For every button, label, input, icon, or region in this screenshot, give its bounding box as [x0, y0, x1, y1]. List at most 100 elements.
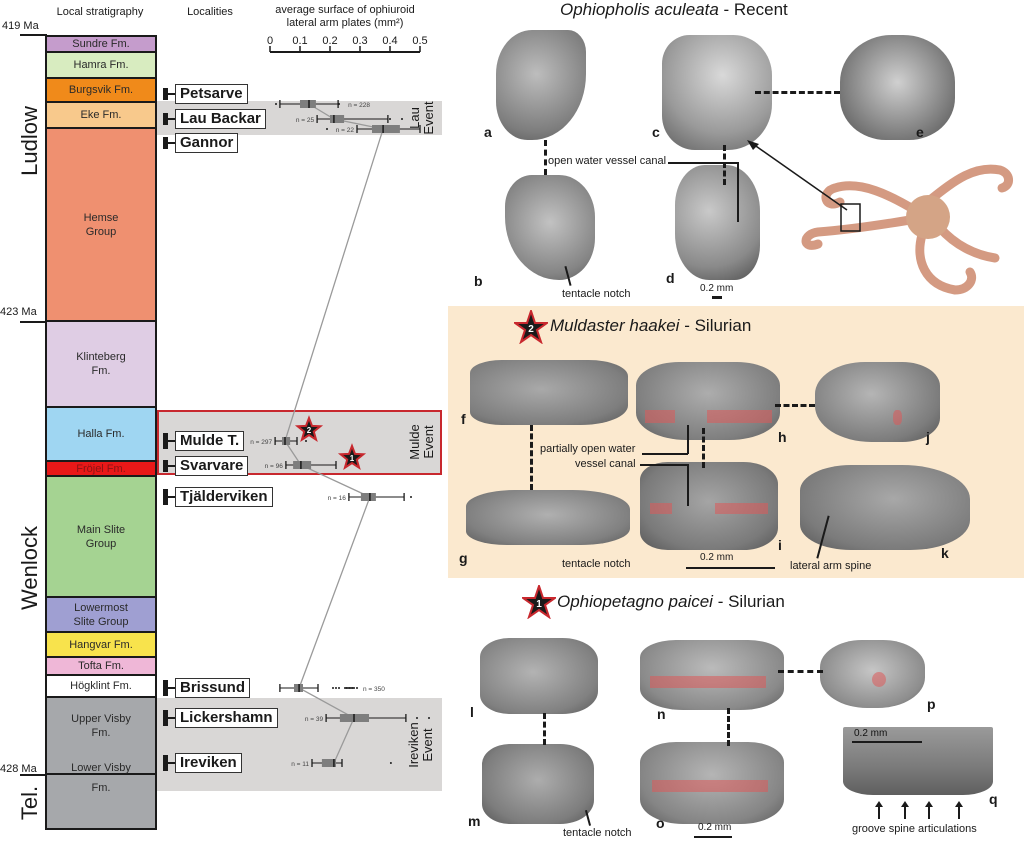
formation-label: Sundre Fm. — [72, 38, 130, 50]
outlier-point — [345, 687, 348, 689]
connector-h-j — [775, 404, 815, 407]
figure-letter-j: j — [926, 429, 930, 445]
axis-title-line2: lateral arm plates (mm²) — [286, 17, 404, 29]
locality-tick — [168, 687, 175, 689]
outlier-point — [356, 687, 358, 689]
locality-tick — [168, 440, 175, 442]
canal-highlight-o — [652, 780, 768, 792]
groove-arrow — [958, 805, 960, 819]
scale-bar-muldaster — [686, 567, 775, 569]
brittle-star-arm — [915, 230, 977, 295]
formation-eke-fm: Eke Fm. — [45, 102, 157, 128]
canal-highlight-p — [872, 672, 886, 687]
muldaster-species-name: Muldaster haakei — [550, 316, 680, 335]
connector-l-m — [543, 713, 546, 745]
sample-size-label: n = 22 — [336, 127, 355, 134]
iqr-box — [372, 125, 400, 133]
groove-arrow-head — [955, 801, 963, 807]
figure-letter-i: i — [778, 537, 782, 553]
fossil-image-k — [800, 465, 970, 550]
formation-fröjel-fm: Fröjel Fm. — [45, 461, 157, 476]
formation-label: Fröjel Fm. — [76, 462, 126, 475]
groove-arrow-head — [875, 801, 883, 807]
outlier-point — [389, 762, 392, 764]
scale-bar-ophiopetagno — [694, 836, 732, 838]
star-marker-2-icon — [294, 415, 324, 443]
locality-tick — [168, 93, 175, 95]
canal-highlight-i-left — [650, 503, 672, 514]
scale-label-ophiopetagno: 0.2 mm — [698, 822, 732, 833]
star-marker-number: 1 — [350, 454, 355, 463]
fossil-image-n — [640, 640, 784, 710]
formation-label: Hangvar Fm. — [69, 638, 133, 651]
iqr-box — [300, 100, 316, 108]
formation-burgsvik-fm: Burgsvik Fm. — [45, 78, 157, 102]
locality-tick — [168, 465, 175, 467]
locality-label: Lickershamn — [175, 708, 278, 728]
locality-tick — [168, 118, 175, 120]
formation-main-slite-group: Main Slite Group — [45, 476, 157, 597]
ophiopetagno-panel-title: Ophiopetagno paicei - Silurian — [557, 592, 785, 612]
figure-letter-m: m — [468, 813, 481, 829]
groove-arrow — [904, 805, 906, 819]
locality-tick — [168, 717, 175, 719]
scale-bar-q — [852, 741, 922, 743]
brittle-star-arm — [821, 181, 923, 217]
iqr-box — [330, 115, 345, 123]
outlier-point — [347, 687, 349, 689]
locality-label: Brissund — [175, 678, 251, 698]
sample-size-label: n = 96 — [265, 463, 284, 470]
formation-label: Hamra Fm. — [73, 59, 129, 71]
annotation-tentacle-notch-ophiopetagno: tentacle notch — [563, 827, 632, 839]
arrow-starfish-to-c — [747, 140, 848, 211]
groove-arrow-head — [925, 801, 933, 807]
formation-upper-visby-fm: Upper Visby Fm. — [45, 697, 157, 774]
locality-tick — [168, 496, 175, 498]
canal-highlight-j — [893, 410, 902, 425]
star-marker-number: 2 — [307, 426, 312, 435]
outlier-point — [350, 687, 352, 689]
formation-label: Halla Fm. — [77, 428, 125, 440]
groove-arrow-head — [901, 801, 909, 807]
median-trend-line — [284, 103, 384, 764]
locality-label: Tjälderviken — [175, 487, 273, 507]
star-marker-1-icon: 1 — [522, 585, 556, 619]
formation-label: Main Slite Group — [76, 523, 126, 550]
brittle-star-disc — [906, 195, 950, 239]
iqr-box — [293, 461, 312, 469]
sample-size-label: n = 25 — [296, 117, 315, 124]
locality-marker — [163, 113, 168, 125]
recent-age: - Recent — [718, 0, 788, 19]
recent-species-name: Ophiopholis aculeata — [560, 0, 719, 19]
recent-panel-title: Ophiopholis aculeata - Recent — [560, 0, 788, 20]
axis-title-line1: average surface of ophiuroid — [275, 4, 415, 16]
formation-label: Eke Fm. — [80, 109, 122, 121]
muldaster-panel-title: Muldaster haakei - Silurian — [550, 316, 751, 336]
star-marker-2-icon: 2 — [514, 310, 548, 344]
formation-label: Burgsvik Fm. — [68, 84, 134, 96]
fossil-image-l — [480, 638, 598, 714]
canal-highlight-h-left — [645, 410, 675, 423]
x-tick-label: 0.2 — [322, 35, 337, 47]
formation-label: Högklint Fm. — [70, 680, 132, 692]
canal-leader-v — [737, 162, 739, 222]
star-marker-2-number: 2 — [528, 324, 534, 335]
outlier-point — [389, 118, 391, 120]
formation-klinteberg-fm: Klinteberg Fm. — [45, 321, 157, 407]
scale-label-recent: 0.2 mm — [700, 283, 734, 294]
fossil-image-q — [843, 727, 993, 795]
outlier-point — [410, 496, 412, 498]
muldaster-age: - Silurian — [679, 316, 752, 335]
annotation-lateral-arm-spine: lateral arm spine — [790, 560, 872, 572]
figure-letter-q: q — [989, 791, 998, 807]
locality-label: Gannor — [175, 133, 239, 153]
star-marker-1-number: 1 — [536, 599, 542, 610]
x-tick-label: 0.4 — [382, 35, 397, 47]
figure-letter-o: o — [656, 815, 665, 831]
fossil-image-j — [815, 362, 940, 442]
canal-highlight-h-right — [707, 410, 772, 423]
formation-hamra-fm: Hamra Fm. — [45, 52, 157, 78]
locality-marker — [163, 433, 168, 449]
sample-size-label: n = 39 — [305, 716, 324, 723]
canal-highlight-i-right — [715, 503, 768, 514]
